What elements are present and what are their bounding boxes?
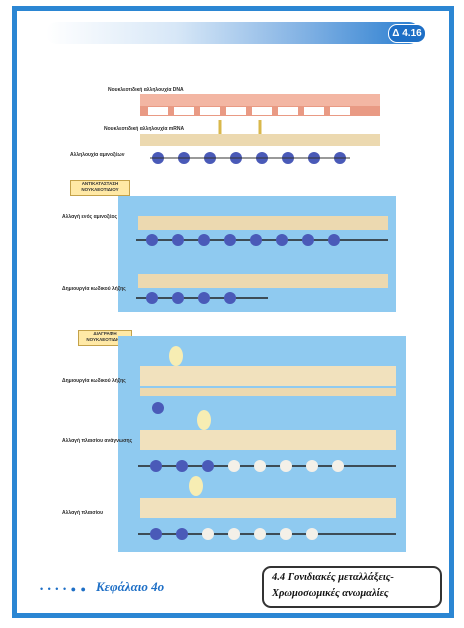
tag-substitution: ΑΝΤΙΚΑΤΑΣΤΑΣΗ ΝΟΥΚΛΕΟΤΙΔΙΟΥ [70,180,130,196]
dna-strand-diagram [100,94,390,174]
section-title-box: 4.4 Γονιδιακές μεταλλάξεις- Χρωμοσωμικές… [262,566,442,608]
caption-frame-shift: Αλλαγή πλαισίου ανάγνωσης [62,438,132,444]
caption-dna: Νουκλεοτιδική αλληλουχία DNA [108,87,184,93]
deletion-diagram [118,336,406,552]
section-title-line1: 4.4 Γονιδιακές μεταλλάξεις- [272,572,394,583]
chapter-title: Κεφάλαιο 4ο [96,579,164,595]
caption-frame-change: Αλλαγή πλαισίου [62,510,103,516]
caption-mrna: Νουκλεοτιδική αλληλουχία mRNA [104,126,184,132]
substitution-diagram [118,196,396,312]
header-bar [46,22,420,44]
figure-badge: Δ 4.16 [388,24,426,43]
footer-dots: • • • • ● ● [40,584,87,594]
section-title-line2: Χρωμοσωμικές ανωμαλίες [272,588,389,599]
caption-aa: Αλληλουχία αμινοξέων [70,152,125,158]
caption-stop-codon: Δημιουργία κωδικού λήξης [62,286,126,292]
caption-aa-change: Αλλαγή ενός αμινοξέος [62,214,117,220]
caption-deletion-stop: Δημιουργία κωδικού λήξης [62,378,126,384]
